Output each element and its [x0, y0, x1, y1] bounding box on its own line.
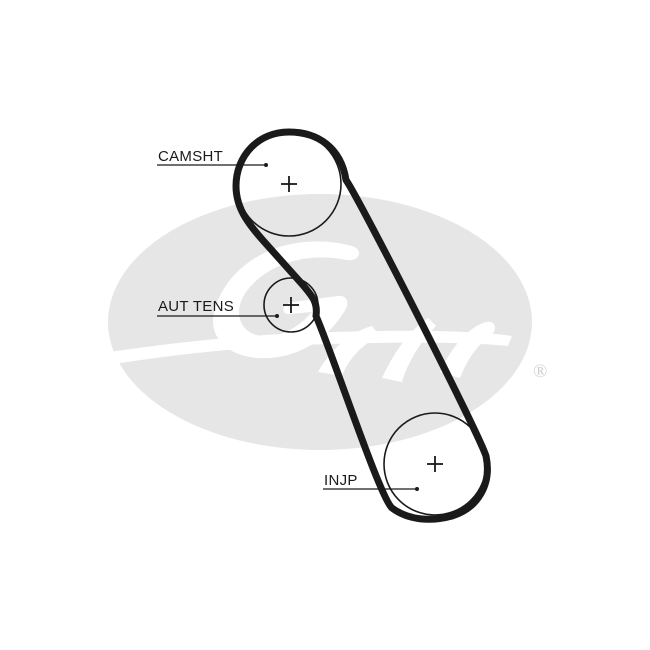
- injection-pump-center-cross-icon: [427, 456, 443, 472]
- camshaft-center-cross-icon: [281, 176, 297, 192]
- timing-belt: [232, 128, 491, 523]
- tensioner-label: AUT TENS: [158, 298, 234, 315]
- camshaft-leader: [157, 163, 268, 167]
- tensioner-leader: [157, 314, 279, 318]
- injection-pump-leader: [323, 487, 419, 491]
- tensioner-center-cross-icon: [283, 297, 299, 313]
- camshaft-label: CAMSHT: [158, 148, 223, 165]
- injection-pump-label: INJP: [324, 472, 358, 489]
- gates-watermark-logo: ®: [108, 194, 547, 450]
- registered-mark: ®: [533, 361, 547, 382]
